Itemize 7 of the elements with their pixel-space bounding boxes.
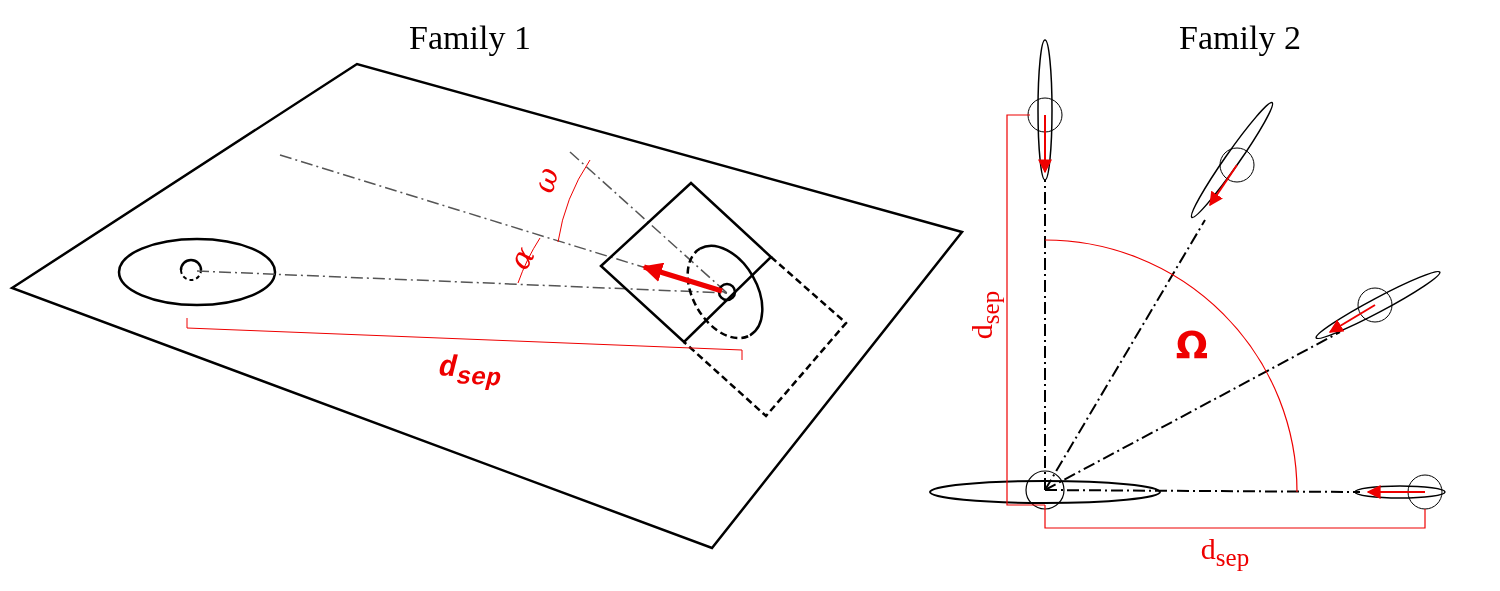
panel-heading: Family 1 xyxy=(409,21,531,55)
dimension-label: d$_{sep}$ xyxy=(1200,534,1250,570)
angle-label: α xyxy=(503,241,541,275)
angle-label: ω xyxy=(528,164,564,196)
panel-heading: Family 2 xyxy=(1179,21,1301,55)
dimension-label: d$_{sep}$ xyxy=(437,352,503,392)
angle-label: Ω xyxy=(1175,326,1209,364)
